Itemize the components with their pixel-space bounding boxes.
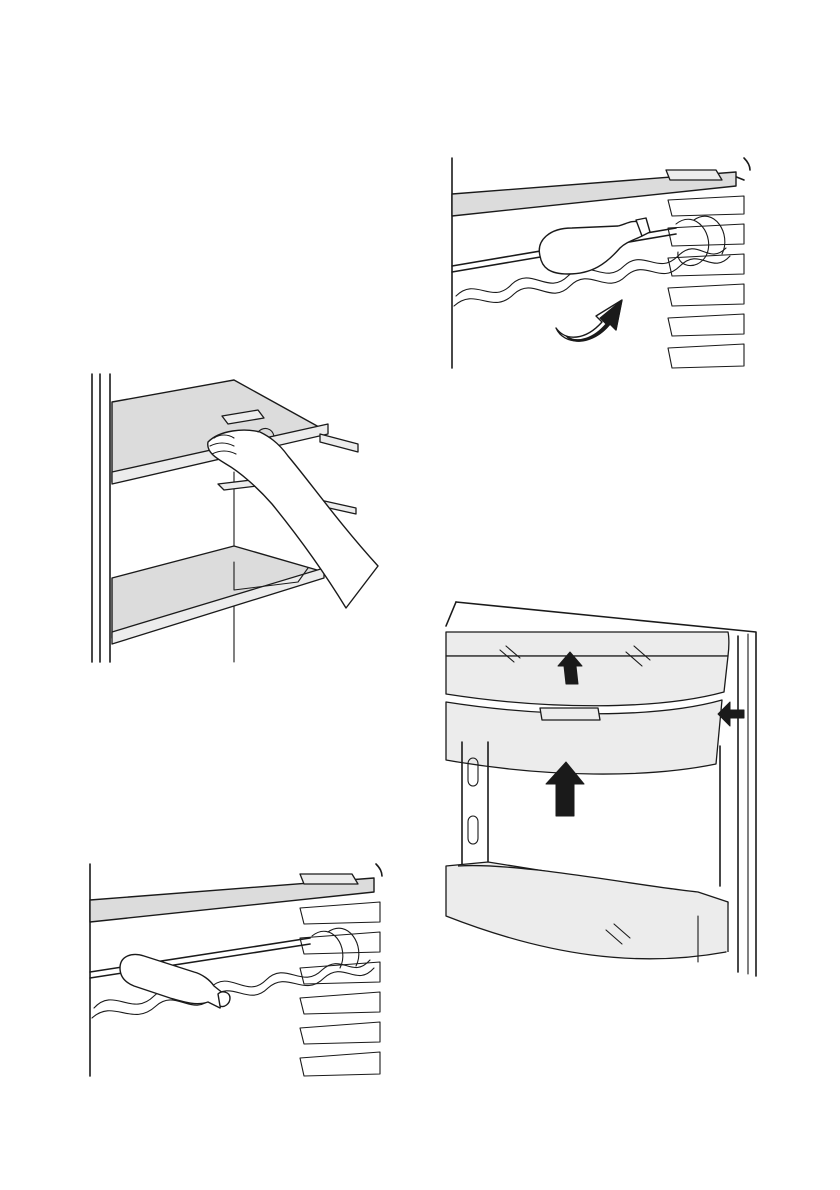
- bottle-rack-lift-illustration: [446, 156, 756, 374]
- bottle-rack-lift-figure: [446, 156, 756, 374]
- shelf-removal-figure: [88, 372, 388, 668]
- drawer-cover-removal-figure: [438, 596, 760, 984]
- shelf-removal-illustration: [88, 372, 388, 668]
- drawer-cover-removal-illustration: [438, 596, 760, 984]
- bottle-rack-placed-figure: [84, 862, 384, 1080]
- bottle-rack-placed-illustration: [84, 862, 384, 1080]
